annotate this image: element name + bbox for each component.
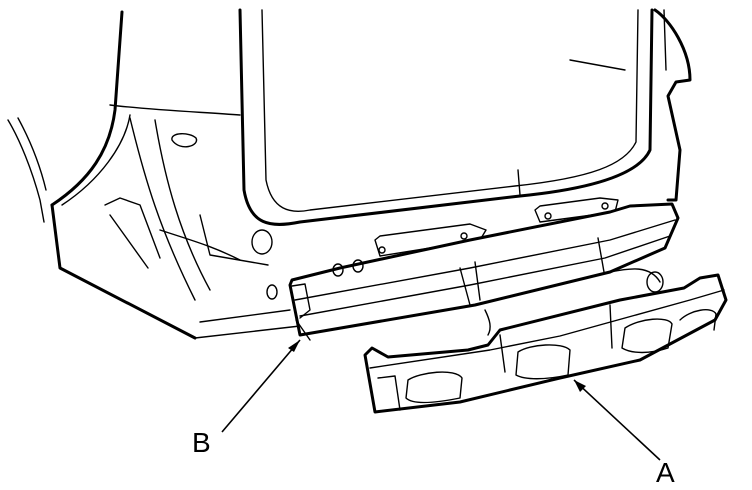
arrowhead-a [574, 380, 586, 392]
callout-label-a: A [656, 457, 675, 488]
callout-label-b: B [192, 427, 211, 458]
arrowhead-b [288, 340, 300, 352]
rear-bumper-beam-b [266, 202, 680, 341]
leader-line-a [573, 379, 661, 461]
leader-line-b [221, 339, 301, 433]
vehicle-rear-body [7, 8, 692, 340]
energy-absorber-a [363, 273, 728, 414]
